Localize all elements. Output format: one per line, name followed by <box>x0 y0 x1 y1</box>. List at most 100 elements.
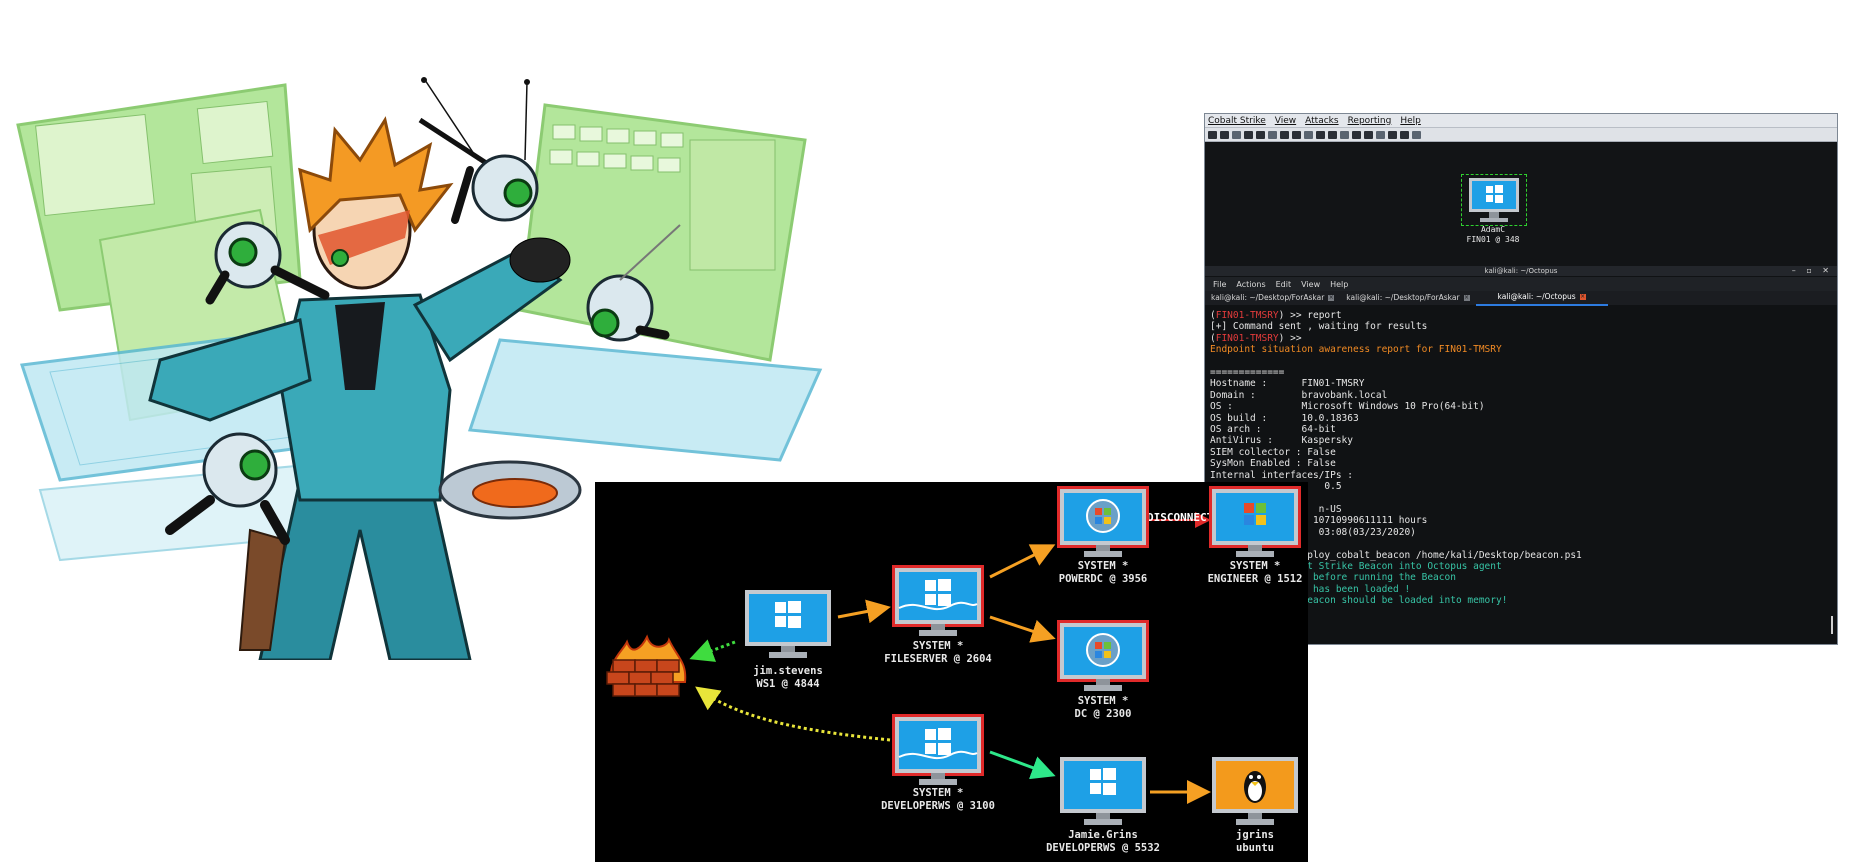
table-view-icon[interactable] <box>1256 130 1265 139</box>
scripted-web-icon[interactable] <box>1340 130 1349 139</box>
terminal-text: 0.5 <box>1324 481 1342 493</box>
terminal-menu-file[interactable]: File <box>1213 279 1227 289</box>
terminal-text: ) >> report <box>1278 310 1342 321</box>
terminal-line: (FIN01-TMSRY) >> report <box>1210 310 1830 321</box>
menu-attacks[interactable]: Attacks <box>1305 115 1339 126</box>
link-icon[interactable] <box>1376 130 1385 139</box>
cobalt-strike-window: Cobalt Strike View Attacks Reporting Hel… <box>1204 113 1838 645</box>
terminal-text: FIN01-TMSRY <box>1215 332 1279 344</box>
target-icon[interactable] <box>1268 130 1277 139</box>
disconnect-icon[interactable] <box>1220 130 1229 139</box>
edge-developerws-jamie <box>989 750 1056 780</box>
disconnected-label: DISCONNECTED <box>1147 511 1227 524</box>
node-jamie-icon[interactable] <box>1060 757 1146 825</box>
terminal-text: ( <box>1210 332 1216 344</box>
cloud-icon[interactable] <box>1388 130 1397 139</box>
close-icon[interactable]: × <box>1328 294 1335 301</box>
terminal-text: Hostname : FIN01-TMSRY <box>1210 378 1365 390</box>
close-icon[interactable]: × <box>1579 293 1586 300</box>
terminal-menu-actions[interactable]: Actions <box>1236 279 1266 289</box>
close-icon[interactable]: × <box>1463 294 1470 301</box>
downloads-icon[interactable] <box>1292 130 1301 139</box>
attack-graph-canvas: DISCONNECTED <box>606 486 1301 825</box>
node-engineer-icon[interactable] <box>1209 486 1301 557</box>
terminal-menu-help[interactable]: Help <box>1330 279 1349 289</box>
terminal-text: Endpoint situation awareness report for … <box>1210 344 1502 356</box>
comment-icon[interactable] <box>1400 130 1409 139</box>
terminal-title: kali@kali: ~/Octopus <box>1205 266 1837 276</box>
terminal-text: ( <box>1210 310 1216 321</box>
terminal-line: SysMon Enabled : False <box>1210 458 1830 469</box>
terminal-text: has been loaded ! <box>1210 583 1411 595</box>
beacon-label: AdamC FIN01 @ 348 <box>1445 225 1541 245</box>
host-file-icon[interactable] <box>1352 130 1361 139</box>
settings-icon[interactable] <box>1328 130 1337 139</box>
terminal-tab-2[interactable]: kali@kali: ~/Desktop/ForAskar × <box>1340 291 1475 305</box>
node-label-dc: SYSTEM * DC @ 2300 <box>1074 695 1132 720</box>
menu-view[interactable]: View <box>1274 115 1297 126</box>
drone-icon-right <box>586 224 681 342</box>
terminal-line: has been loaded ! <box>1210 584 1830 595</box>
terminal-text: Internal interfaces/IPs : <box>1210 469 1353 481</box>
menu-help[interactable]: Help <box>1400 115 1421 126</box>
terminal-text: AntiVirus : Kaspersky <box>1210 435 1353 447</box>
menu-reporting[interactable]: Reporting <box>1347 115 1392 126</box>
tab-label: kali@kali: ~/Desktop/ForAskar <box>1211 293 1325 302</box>
node-fileserver-icon[interactable] <box>892 565 984 636</box>
terminal-line: ============= <box>1210 367 1830 378</box>
node-jgrins-icon[interactable] <box>1212 757 1298 825</box>
terminal-line: [+] Command sent , waiting for results <box>1210 321 1830 332</box>
terminal-line: ploy_cobalt_beacon /home/kali/Desktop/be… <box>1210 550 1830 561</box>
keystrokes-icon[interactable] <box>1304 130 1313 139</box>
edge-ws1-firewall <box>689 639 736 662</box>
window-controls[interactable]: – ▫ ✕ <box>1791 266 1833 275</box>
node-dc-icon[interactable] <box>1057 620 1149 691</box>
node-powerdc-icon[interactable] <box>1057 486 1149 557</box>
terminal-line: 0.5 <box>1210 481 1830 492</box>
node-ws1-icon[interactable] <box>745 590 831 658</box>
credentials-icon[interactable] <box>1280 130 1289 139</box>
menu-cobalt-strike[interactable]: Cobalt Strike <box>1208 115 1266 126</box>
terminal-line: OS arch : 64-bit <box>1210 424 1830 435</box>
node-label-fileserver: SYSTEM * FILESERVER @ 2604 <box>884 640 992 665</box>
headphones-icon[interactable] <box>1232 130 1241 139</box>
terminal-line: before running the Beacon <box>1210 572 1830 583</box>
edge-ws1-fileserver <box>837 599 891 624</box>
beacon-host: FIN01 @ 348 <box>1466 235 1520 244</box>
attack-graph: DISCONNECTED <box>595 482 1308 862</box>
node-label-developerws: SYSTEM * DEVELOPERWS @ 3100 <box>881 787 995 812</box>
node-label-jamie: Jamie.Grins DEVELOPERWS @ 5532 <box>1046 829 1160 854</box>
terminal-text: before running the Beacon <box>1210 572 1456 584</box>
beacon-user: AdamC <box>1480 225 1506 234</box>
terminal-tab-1[interactable]: kali@kali: ~/Desktop/ForAskar × <box>1205 291 1340 305</box>
tab-label: kali@kali: ~/Desktop/ForAskar <box>1346 293 1460 302</box>
pivot-graph: AdamC FIN01 @ 348 <box>1205 143 1837 266</box>
terminal-menu-edit[interactable]: Edit <box>1275 279 1292 289</box>
terminal-line: SIEM collector : False <box>1210 447 1830 458</box>
terminal-line: Internal interfaces/IPs : <box>1210 470 1830 481</box>
terminal-menu-view[interactable]: View <box>1301 279 1321 289</box>
terminal-line: Endpoint situation awareness report for … <box>1210 344 1830 355</box>
beacon-node-selection[interactable] <box>1461 174 1527 226</box>
terminal-output[interactable]: (FIN01-TMSRY) >> report[+] Command sent … <box>1210 310 1830 640</box>
terminal-text: ) >> <box>1278 332 1302 344</box>
terminal-tab-octopus[interactable]: kali@kali: ~/Octopus × <box>1475 290 1608 306</box>
graph-view-icon[interactable] <box>1244 130 1253 139</box>
terminal-text: 10710990611111 hours <box>1210 515 1428 527</box>
screenshots-icon[interactable] <box>1316 130 1325 139</box>
terminal-text: t Strike Beacon into Octopus agent <box>1210 560 1502 572</box>
terminal-line: 10710990611111 hours <box>1210 515 1830 526</box>
terminal-line: n-US <box>1210 504 1830 515</box>
new-connection-icon[interactable] <box>1208 130 1217 139</box>
camera-icon[interactable] <box>1412 130 1421 139</box>
terminal-line <box>1210 356 1830 367</box>
terminal-scrollbar[interactable] <box>1831 616 1833 634</box>
hacker-character <box>148 116 582 660</box>
terminal-line: AntiVirus : Kaspersky <box>1210 435 1830 446</box>
web-log-icon[interactable] <box>1364 130 1373 139</box>
holo-keyboard-right <box>467 338 823 462</box>
firewall-icon <box>606 634 687 697</box>
node-developerws-icon[interactable] <box>892 714 984 785</box>
node-label-engineer: SYSTEM * ENGINEER @ 1512 <box>1207 560 1303 585</box>
terminal-text: Domain : bravobank.local <box>1210 389 1388 401</box>
